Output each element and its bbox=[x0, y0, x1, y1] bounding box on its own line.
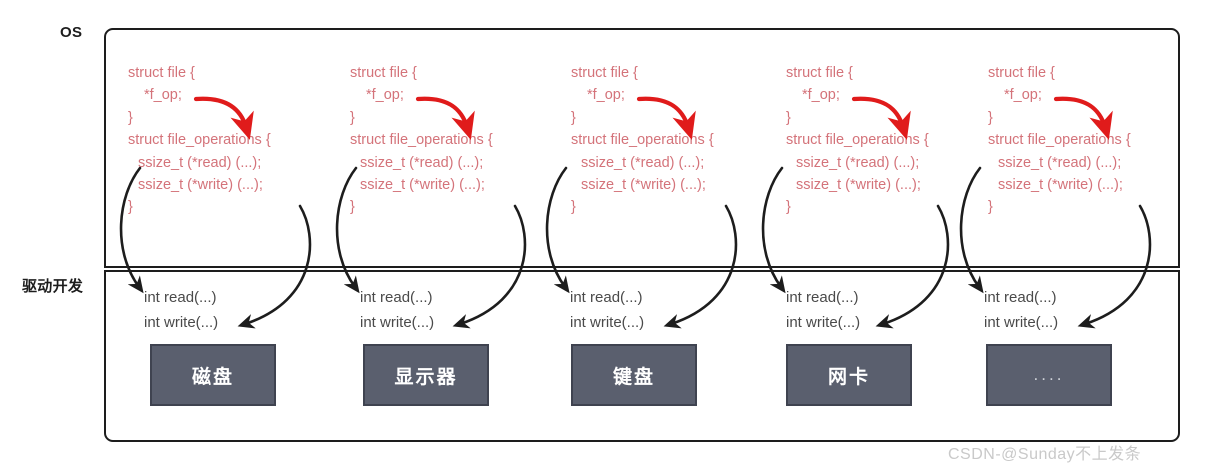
driver-fn-read: int read(...) bbox=[786, 289, 859, 306]
code-line-f-op: *f_op; bbox=[587, 87, 625, 104]
driver-fn-read: int read(...) bbox=[360, 289, 433, 306]
code-line-close-1: } bbox=[571, 109, 576, 126]
code-line-close-1: } bbox=[988, 109, 993, 126]
code-line-f-op: *f_op; bbox=[802, 87, 840, 104]
code-line-struct-file: struct file { bbox=[128, 65, 195, 81]
code-line-read: ssize_t (*read) (...); bbox=[998, 154, 1122, 171]
driver-fns-0: int read(...) int write(...) bbox=[144, 285, 218, 335]
code-line-struct-file: struct file { bbox=[988, 65, 1055, 81]
code-line-f-op: *f_op; bbox=[144, 87, 182, 104]
code-line-write: ssize_t (*write) (...); bbox=[998, 177, 1123, 194]
device-box-monitor: 显示器 bbox=[363, 344, 489, 406]
code-line-file-operations: struct file_operations { bbox=[571, 132, 714, 149]
code-line-read: ssize_t (*read) (...); bbox=[796, 154, 920, 171]
code-line-close-2: } bbox=[350, 199, 355, 216]
code-line-write: ssize_t (*write) (...); bbox=[138, 177, 263, 194]
code-line-read: ssize_t (*read) (...); bbox=[138, 154, 262, 171]
code-line-close-2: } bbox=[786, 199, 791, 216]
code-line-struct-file: struct file { bbox=[350, 65, 417, 81]
code-line-file-operations: struct file_operations { bbox=[128, 132, 271, 149]
device-box-nic: 网卡 bbox=[786, 344, 912, 406]
code-block-2: struct file { *f_op; } struct file_opera… bbox=[571, 62, 776, 219]
code-line-close-2: } bbox=[571, 199, 576, 216]
driver-fn-read: int read(...) bbox=[570, 289, 643, 306]
driver-fns-1: int read(...) int write(...) bbox=[360, 285, 434, 335]
label-os: OS bbox=[60, 24, 83, 41]
code-block-1: struct file { *f_op; } struct file_opera… bbox=[350, 62, 555, 219]
code-line-file-operations: struct file_operations { bbox=[988, 132, 1131, 149]
code-line-close-1: } bbox=[786, 109, 791, 126]
code-line-file-operations: struct file_operations { bbox=[786, 132, 929, 149]
driver-fn-write: int write(...) bbox=[984, 314, 1059, 331]
driver-fns-2: int read(...) int write(...) bbox=[570, 285, 644, 335]
code-block-3: struct file { *f_op; } struct file_opera… bbox=[786, 62, 991, 219]
os-panel bbox=[104, 28, 1180, 268]
driver-fn-read: int read(...) bbox=[984, 289, 1057, 306]
code-line-file-operations: struct file_operations { bbox=[350, 132, 493, 149]
code-block-4: struct file { *f_op; } struct file_opera… bbox=[988, 62, 1193, 219]
code-line-struct-file: struct file { bbox=[571, 65, 638, 81]
label-driver: 驱动开发 bbox=[22, 278, 84, 295]
driver-fn-write: int write(...) bbox=[570, 314, 645, 331]
driver-fn-write: int write(...) bbox=[360, 314, 435, 331]
code-line-close-2: } bbox=[128, 199, 133, 216]
code-line-f-op: *f_op; bbox=[366, 87, 404, 104]
driver-fn-write: int write(...) bbox=[144, 314, 219, 331]
device-box-keyboard: 键盘 bbox=[571, 344, 697, 406]
code-line-read: ssize_t (*read) (...); bbox=[581, 154, 705, 171]
code-line-struct-file: struct file { bbox=[786, 65, 853, 81]
code-line-f-op: *f_op; bbox=[1004, 87, 1042, 104]
code-line-close-1: } bbox=[128, 109, 133, 126]
watermark: CSDN-@Sunday不上发条 bbox=[948, 446, 1142, 463]
code-line-close-1: } bbox=[350, 109, 355, 126]
driver-fns-3: int read(...) int write(...) bbox=[786, 285, 860, 335]
code-line-close-2: } bbox=[988, 199, 993, 216]
code-line-write: ssize_t (*write) (...); bbox=[360, 177, 485, 194]
driver-fn-write: int write(...) bbox=[786, 314, 861, 331]
code-line-read: ssize_t (*read) (...); bbox=[360, 154, 484, 171]
code-block-0: struct file { *f_op; } struct file_opera… bbox=[128, 62, 333, 219]
device-box-disk: 磁盘 bbox=[150, 344, 276, 406]
device-box-more: .... bbox=[986, 344, 1112, 406]
code-line-write: ssize_t (*write) (...); bbox=[796, 177, 921, 194]
driver-fn-read: int read(...) bbox=[144, 289, 217, 306]
driver-panel bbox=[104, 270, 1180, 442]
code-line-write: ssize_t (*write) (...); bbox=[581, 177, 706, 194]
driver-fns-4: int read(...) int write(...) bbox=[984, 285, 1058, 335]
